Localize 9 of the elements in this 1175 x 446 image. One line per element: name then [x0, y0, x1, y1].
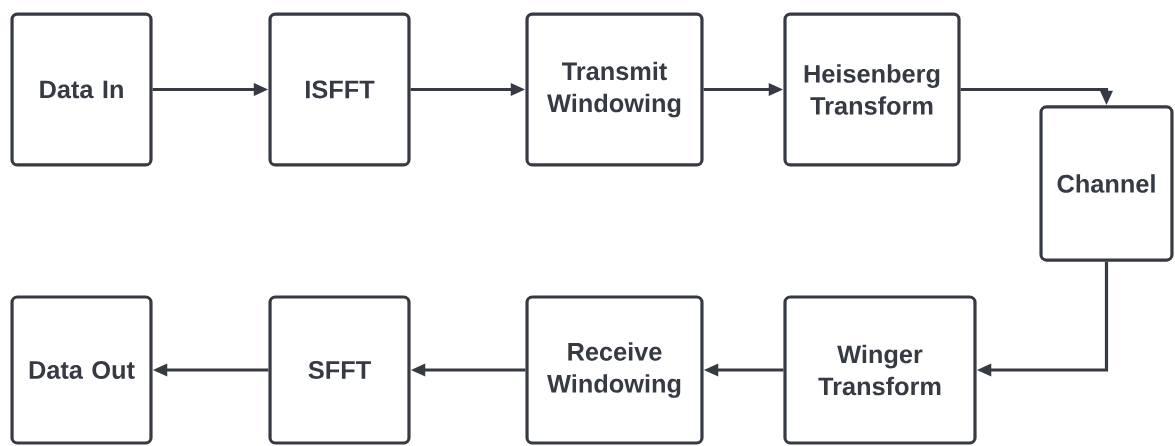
process-box: Heisenberg Transform	[783, 12, 961, 167]
process-box: Data In	[10, 12, 153, 167]
process-box: SFFT	[268, 295, 411, 445]
process-box: Channel	[1039, 105, 1174, 262]
process-box: Winger Transform	[783, 295, 977, 445]
process-box: ISFFT	[268, 12, 411, 167]
process-box: Data Out	[10, 295, 153, 445]
process-box: Receive Windowing	[525, 295, 704, 445]
process-box: Transmit Windowing	[525, 12, 704, 167]
